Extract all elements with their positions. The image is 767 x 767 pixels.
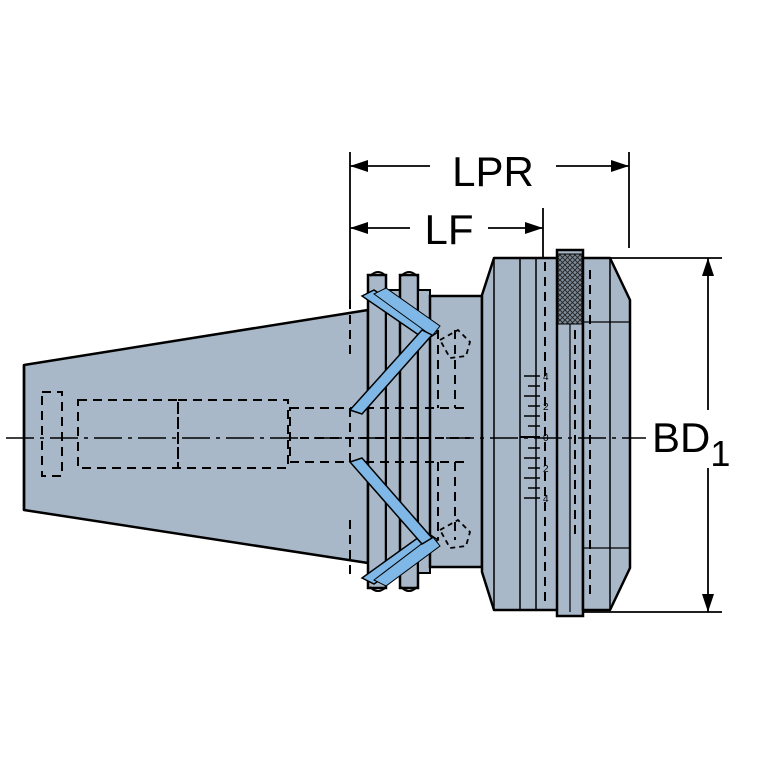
vernier-scale [520,375,540,499]
scale-mark-4: 2 [543,464,549,475]
dimension-lf [350,208,544,258]
label-lf: LF [424,206,473,253]
label-lpr: LPR [452,148,534,195]
hidden-lines [41,262,591,606]
dimension-lpr [349,152,630,300]
coolant-channels [348,287,441,587]
taper-shank [22,308,370,565]
label-bd-main: BD [652,414,710,461]
scale-mark-1: 4 [543,372,549,383]
label-bd1: BD1 [652,414,730,474]
scale-mark-2: 2 [543,402,549,413]
scale-mark-5: 4 [543,494,549,505]
neck [428,294,484,569]
label-bd-subscript: 1 [710,433,730,474]
knurl-pattern [557,253,583,325]
dimension-bd1 [583,257,722,613]
